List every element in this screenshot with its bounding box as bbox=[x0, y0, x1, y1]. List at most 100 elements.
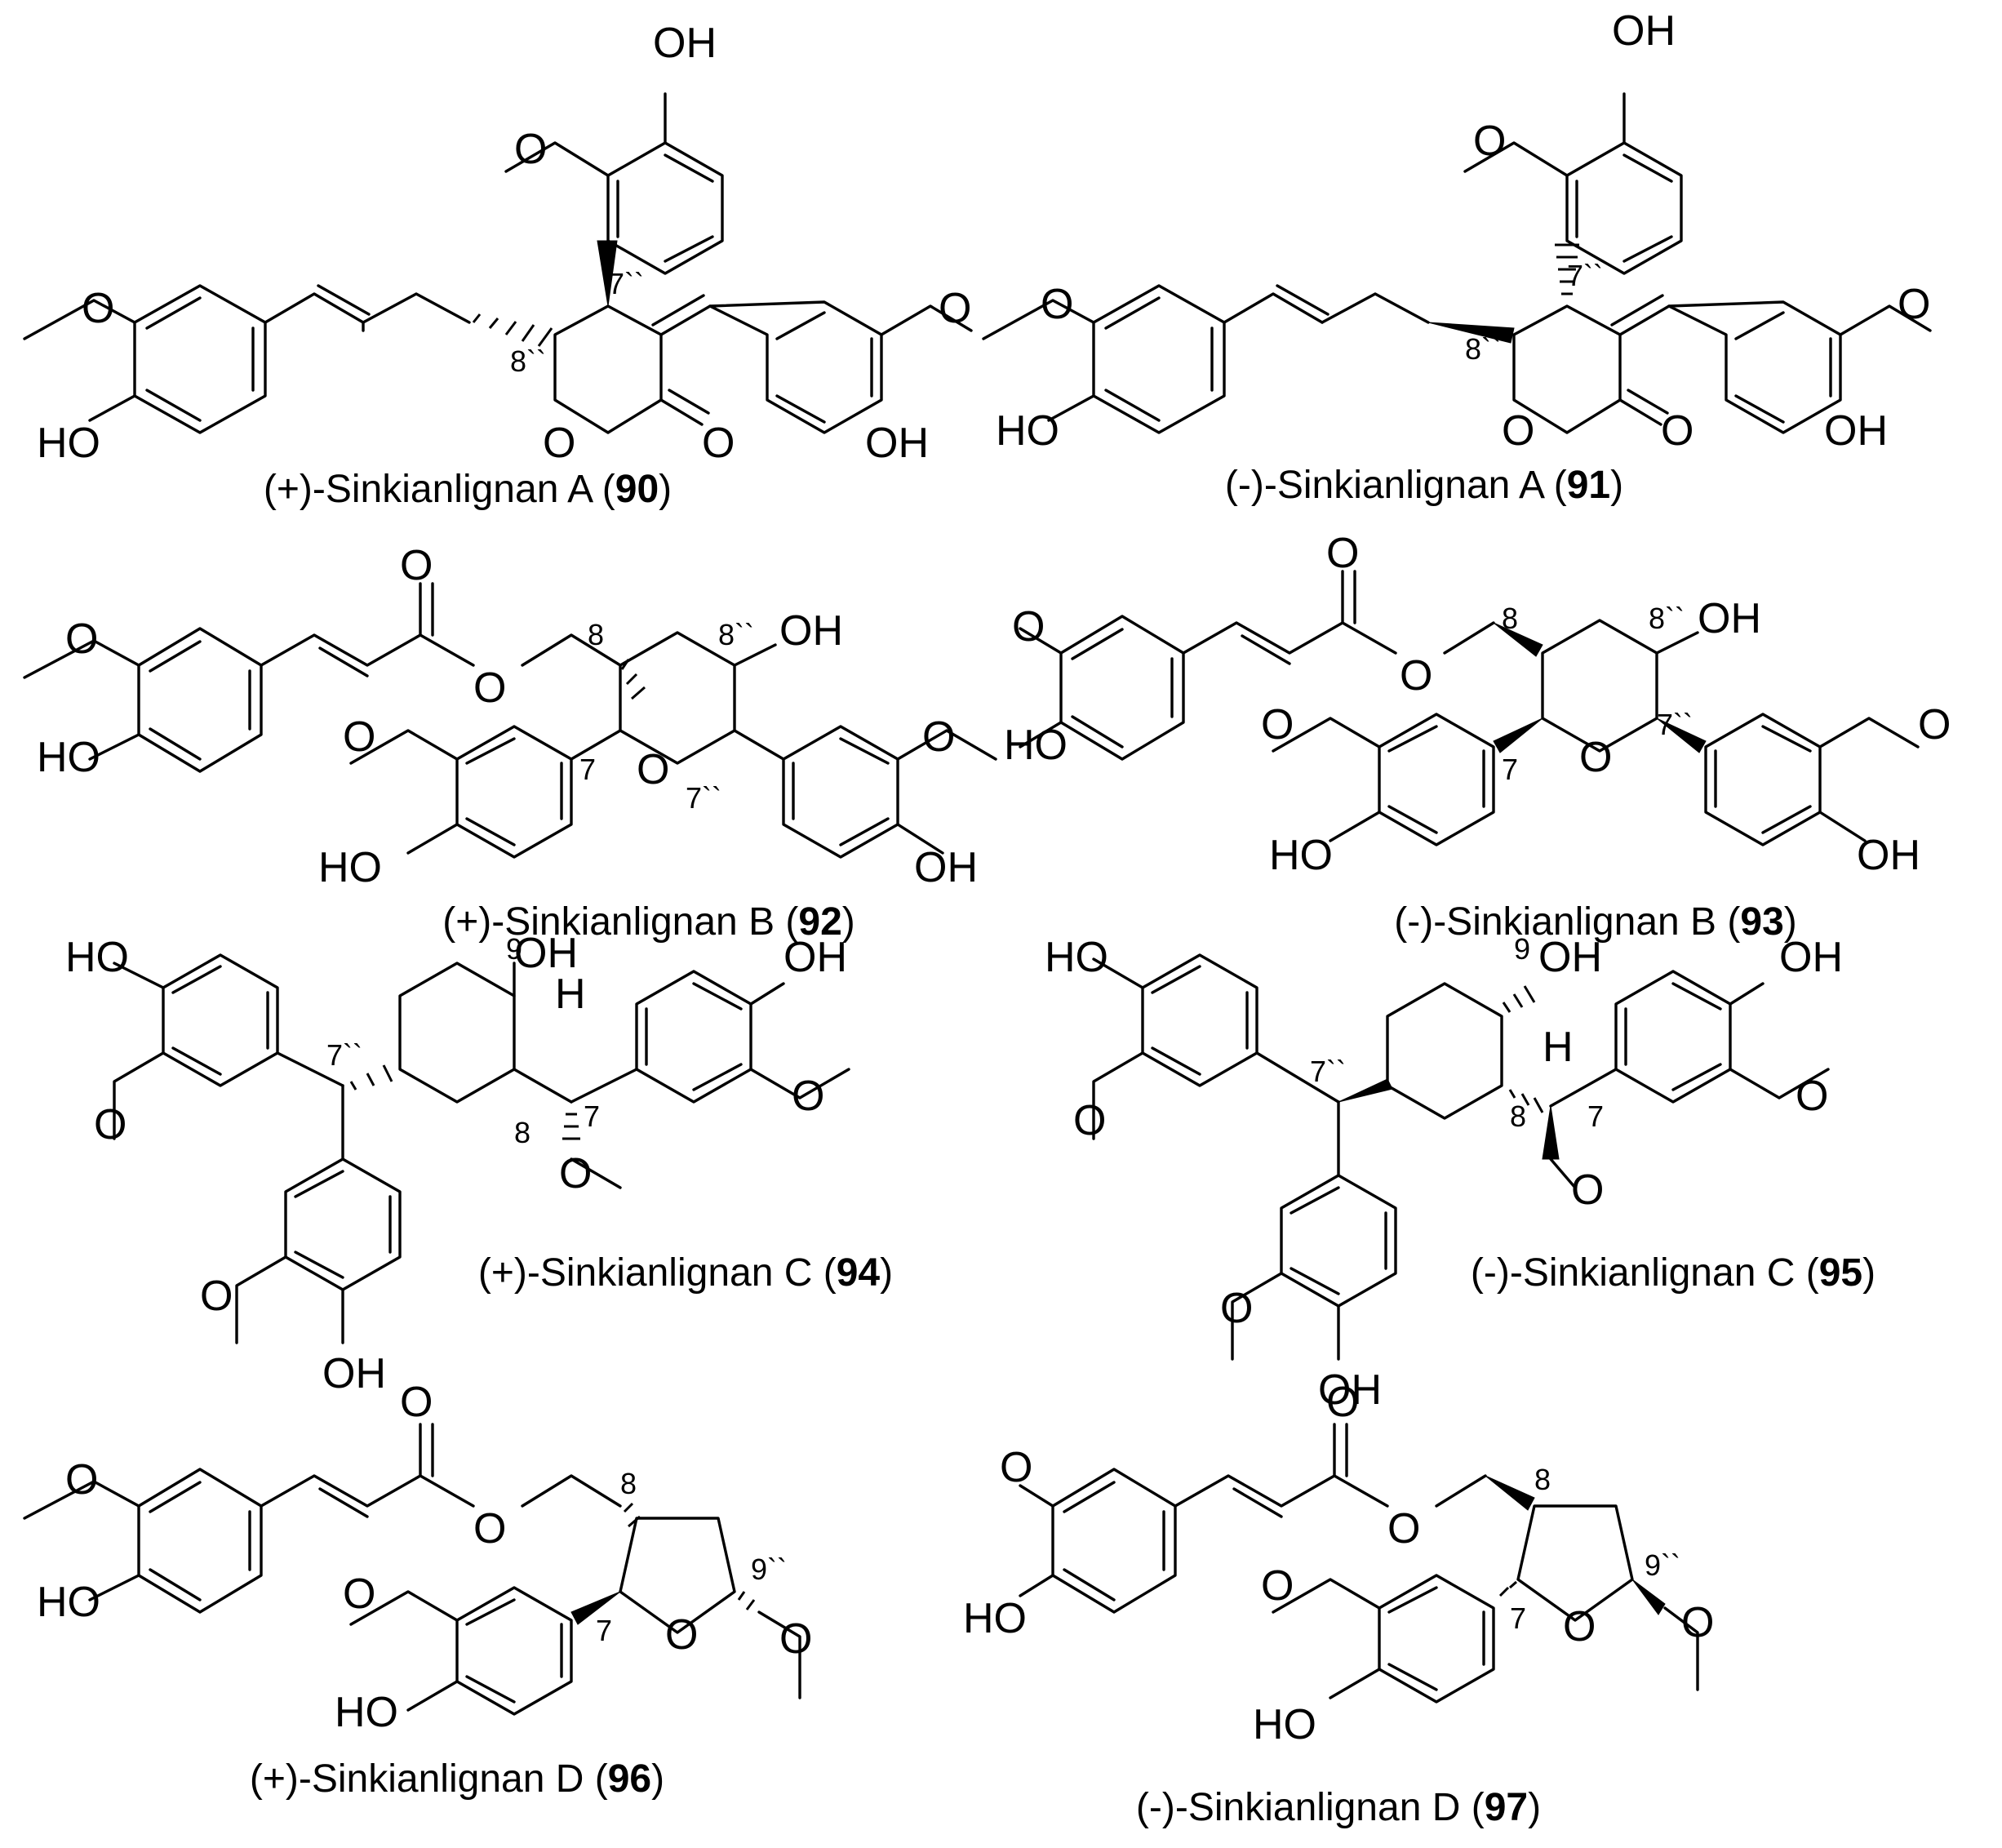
locant-8: 8 bbox=[1502, 602, 1518, 635]
locant-7pp: 7`` bbox=[608, 267, 644, 300]
locant-9pp: 9`` bbox=[1645, 1548, 1680, 1582]
o-label: O bbox=[1579, 734, 1612, 781]
caption-97: (-)-Sinkianlignan D (97) bbox=[1136, 1786, 1541, 1829]
o-label: O bbox=[1220, 1285, 1253, 1332]
oh-label: OH bbox=[653, 20, 717, 67]
structure-91 bbox=[982, 92, 1932, 434]
caption-94: (+)-Sinkianlignan C (94) bbox=[478, 1251, 893, 1295]
locant-7: 7 bbox=[584, 1099, 600, 1133]
o-label: O bbox=[94, 1101, 127, 1148]
locant-7: 7 bbox=[1502, 753, 1518, 786]
o-label: O bbox=[514, 126, 547, 173]
o-label: O bbox=[343, 713, 375, 761]
oh-label: OH bbox=[914, 844, 978, 891]
caption-91: (-)-Sinkianlignan A (91) bbox=[1225, 464, 1623, 507]
compound-captions: (+)-Sinkianlignan A (90) (-)-Sinkianlign… bbox=[250, 464, 1875, 1829]
o-label: O bbox=[400, 542, 433, 589]
o-label: O bbox=[1073, 1097, 1106, 1144]
o-label: O bbox=[559, 1150, 592, 1197]
o-label: O bbox=[665, 1611, 698, 1659]
structure-93 bbox=[1019, 570, 1920, 846]
oh-label: OH bbox=[865, 420, 929, 467]
caption-90: (+)-Sinkianlignan A (90) bbox=[264, 468, 672, 511]
oh-label: OH bbox=[779, 607, 843, 655]
o-label: O bbox=[1898, 281, 1930, 328]
oh-label: OH bbox=[322, 1350, 386, 1397]
ho-label: HO bbox=[963, 1595, 1027, 1642]
oh-label: OH bbox=[514, 930, 578, 977]
oh-label: OH bbox=[1857, 832, 1920, 879]
locant-9pp: 9`` bbox=[751, 1553, 787, 1586]
oh-label: OH bbox=[1318, 1366, 1382, 1414]
ho-label: HO bbox=[318, 844, 382, 891]
o-label: O bbox=[1326, 530, 1359, 577]
locant-7pp: 7`` bbox=[1310, 1055, 1346, 1088]
ho-label: HO bbox=[37, 420, 100, 467]
locant-7pp: 7`` bbox=[326, 1038, 362, 1072]
caption-96: (+)-Sinkianlignan D (96) bbox=[250, 1757, 664, 1801]
o-label: O bbox=[702, 420, 735, 467]
locant-8: 8 bbox=[620, 1467, 637, 1500]
caption-93: (-)-Sinkianlignan B (93) bbox=[1394, 900, 1797, 944]
locant-7: 7 bbox=[596, 1614, 612, 1647]
locant-7: 7 bbox=[1510, 1601, 1526, 1635]
locant-8pp: 8`` bbox=[1649, 602, 1685, 635]
o-label: O bbox=[1563, 1603, 1596, 1650]
o-label: O bbox=[1502, 407, 1534, 455]
structure-95 bbox=[1092, 953, 1830, 1361]
locant-7: 7 bbox=[579, 753, 596, 786]
o-label: O bbox=[1387, 1505, 1420, 1553]
o-label: O bbox=[65, 1456, 98, 1504]
o-label: O bbox=[543, 420, 575, 467]
o-label: O bbox=[343, 1570, 375, 1618]
h-label: H bbox=[1543, 1024, 1574, 1071]
ho-label: HO bbox=[1253, 1701, 1316, 1748]
ho-label: HO bbox=[37, 1579, 100, 1626]
o-label: O bbox=[1000, 1444, 1032, 1491]
locant-8: 8 bbox=[514, 1116, 530, 1149]
o-label: O bbox=[1918, 701, 1951, 749]
o-label: O bbox=[1261, 701, 1294, 749]
o-label: O bbox=[473, 1505, 506, 1553]
locant-8pp: 8`` bbox=[718, 618, 754, 651]
oh-label: OH bbox=[1538, 934, 1602, 981]
o-label: O bbox=[1796, 1073, 1828, 1120]
locant-8pp: 8`` bbox=[1465, 332, 1501, 366]
o-label: O bbox=[922, 713, 955, 761]
structure-94 bbox=[113, 953, 850, 1344]
o-label: O bbox=[82, 285, 114, 332]
locant-7: 7 bbox=[1587, 1099, 1604, 1133]
o-label: O bbox=[1012, 603, 1045, 651]
o-label: O bbox=[1571, 1166, 1604, 1214]
o-label: O bbox=[1400, 652, 1432, 700]
ho-label: HO bbox=[1004, 722, 1068, 769]
ho-label: HO bbox=[335, 1689, 398, 1736]
locant-8: 8 bbox=[588, 618, 604, 651]
o-label: O bbox=[1661, 407, 1693, 455]
structure-96 bbox=[23, 1423, 801, 1716]
h-label: H bbox=[555, 971, 586, 1018]
oh-label: OH bbox=[1612, 7, 1676, 55]
structure-92 bbox=[23, 582, 997, 859]
oh-label: OH bbox=[1824, 407, 1888, 455]
atom-labels: OH HO O O OH O O O 7`` 8`` OH HO O O OH … bbox=[37, 7, 1951, 1748]
structure-90 bbox=[23, 92, 973, 434]
locant-8: 8 bbox=[1510, 1099, 1526, 1133]
locant-9: 9 bbox=[506, 932, 522, 966]
locant-7pp: 7`` bbox=[1657, 708, 1693, 741]
o-label: O bbox=[65, 615, 98, 663]
ho-label: HO bbox=[37, 734, 100, 781]
o-label: O bbox=[1473, 118, 1506, 165]
oh-label: OH bbox=[1779, 934, 1843, 981]
o-label: O bbox=[779, 1615, 812, 1663]
oh-label: OH bbox=[783, 934, 847, 981]
ho-label: HO bbox=[1045, 934, 1108, 981]
caption-95: (-)-Sinkianlignan C (95) bbox=[1471, 1251, 1875, 1295]
locant-7pp: 7`` bbox=[686, 781, 721, 815]
o-label: O bbox=[200, 1273, 233, 1320]
oh-label: OH bbox=[1698, 595, 1761, 642]
locant-8pp: 8`` bbox=[510, 344, 546, 378]
o-label: O bbox=[400, 1379, 433, 1426]
ho-label: HO bbox=[1269, 832, 1333, 879]
